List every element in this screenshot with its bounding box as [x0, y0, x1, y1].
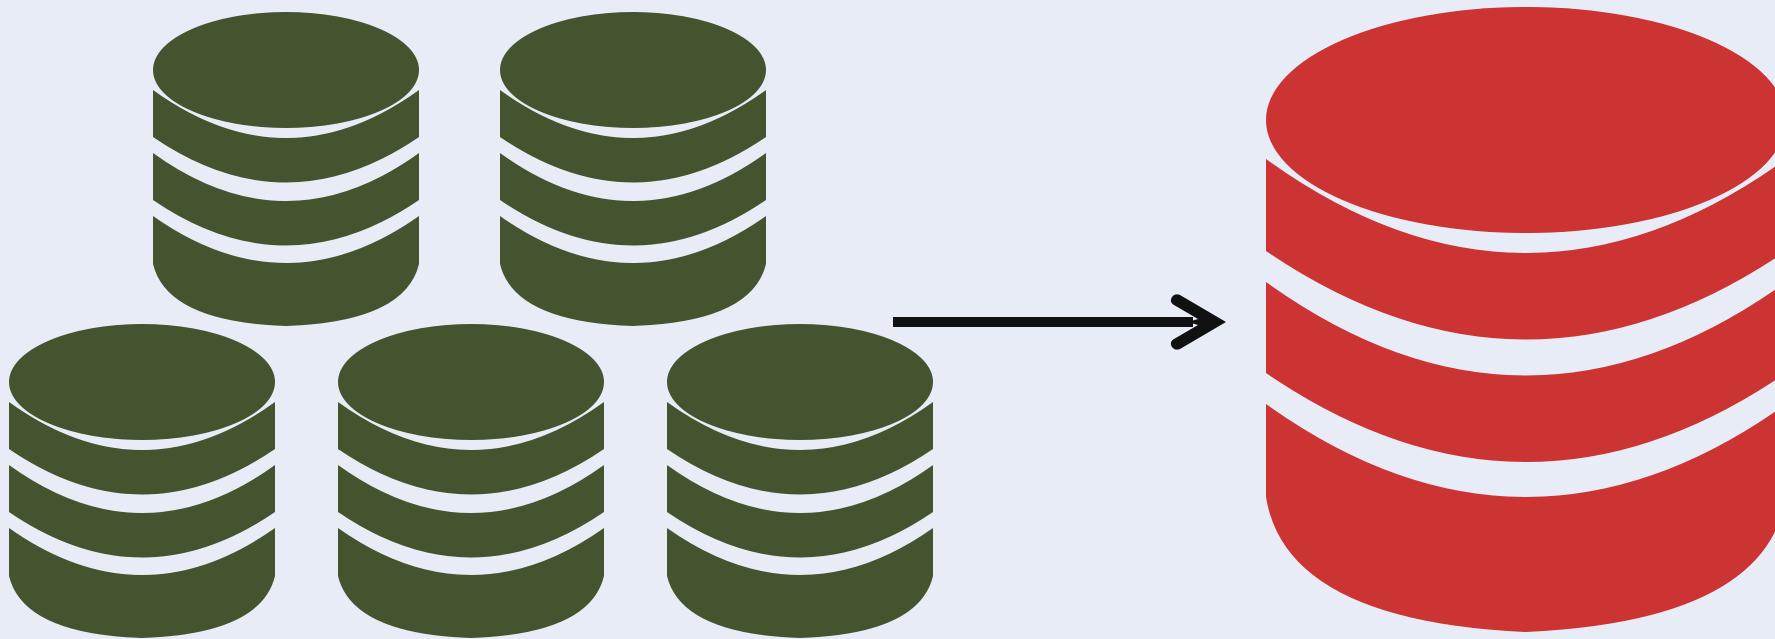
- source-database-icon: [338, 324, 604, 638]
- source-database-icon: [500, 12, 766, 326]
- source-database-icon: [153, 12, 419, 326]
- source-database-icon: [9, 324, 275, 638]
- source-database-icon: [667, 324, 933, 638]
- target-database-icon: [1266, 7, 1775, 632]
- arrow-right-icon: [890, 290, 1230, 354]
